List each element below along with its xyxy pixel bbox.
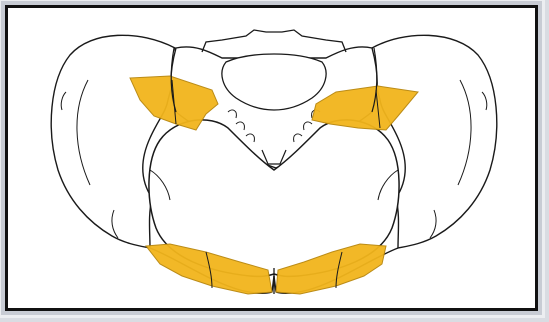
pelvis-diagram — [0, 0, 549, 322]
image-frame — [0, 0, 549, 322]
